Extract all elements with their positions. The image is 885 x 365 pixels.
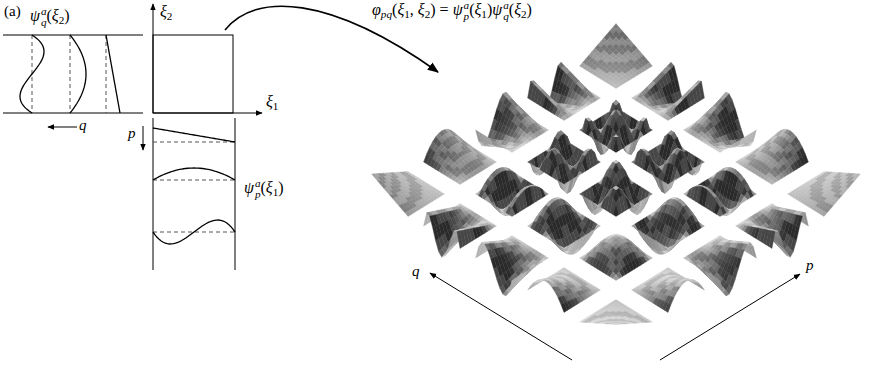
- baseline: [70, 35, 71, 113]
- surface-tile: [580, 100, 653, 155]
- surface-facet: [509, 150, 515, 153]
- surface-facet: [552, 170, 558, 180]
- panel-rule: [3, 113, 143, 114]
- surface-tile: [632, 62, 705, 120]
- surface-tile: [580, 24, 653, 89]
- surface-facet: [534, 166, 540, 173]
- surface-facet: [769, 180, 775, 184]
- surface-facet: [613, 85, 619, 89]
- mode-curve: [70, 35, 86, 113]
- surface-tile: [476, 92, 549, 152]
- surface-facet: [375, 177, 381, 181]
- surface-facet: [457, 180, 463, 184]
- panel-rule: [3, 35, 143, 36]
- axis-line: [153, 113, 262, 114]
- surface-facet: [692, 166, 698, 173]
- baseline: [106, 35, 107, 113]
- surface-facet: [405, 211, 411, 216]
- baseline: [153, 180, 235, 181]
- surface-facet: [561, 183, 567, 191]
- surface-tile: [632, 131, 705, 194]
- mode-plots: [20, 35, 235, 244]
- surface-facet: [372, 174, 378, 178]
- index-arrow: [48, 127, 77, 128]
- mode-surfaces: [372, 24, 861, 325]
- surface-facet: [601, 143, 607, 154]
- mode-curve: [153, 128, 235, 142]
- surface-facet: [717, 150, 723, 153]
- surface-facet: [613, 137, 619, 152]
- surface-facet: [665, 115, 671, 120]
- surface-tile: [476, 168, 549, 217]
- surface-tile: [684, 92, 757, 152]
- surface-tile: [736, 129, 809, 184]
- mapping-arrow: [225, 6, 438, 72]
- surface-facet: [647, 107, 653, 109]
- mode-curve: [106, 35, 120, 113]
- mode-curve: [20, 35, 44, 113]
- surface-facet: [579, 107, 585, 109]
- index-arrow: [143, 126, 144, 150]
- surface-facet: [485, 197, 491, 202]
- surface-tile: [372, 172, 445, 217]
- panel-rule: [153, 118, 154, 270]
- mode-curve: [153, 168, 235, 180]
- baseline: [153, 142, 235, 143]
- surface-facet: [674, 170, 680, 180]
- surface-facet: [665, 183, 671, 191]
- surface-tile: [684, 168, 757, 217]
- surface-facet: [509, 208, 515, 216]
- surface-facet: [625, 143, 631, 154]
- surface-facet: [561, 115, 567, 120]
- reference-square: [153, 35, 233, 113]
- surface-facet: [613, 204, 619, 216]
- panel-rule: [235, 118, 236, 270]
- index-arrow: [660, 274, 800, 360]
- surface-tile: [528, 131, 601, 194]
- index-arrow: [430, 273, 572, 360]
- axis-line: [153, 4, 154, 113]
- mode-curve: [153, 220, 235, 244]
- surface-tile: [580, 161, 653, 217]
- surface-tile: [528, 62, 601, 120]
- surface-tile: [424, 129, 497, 184]
